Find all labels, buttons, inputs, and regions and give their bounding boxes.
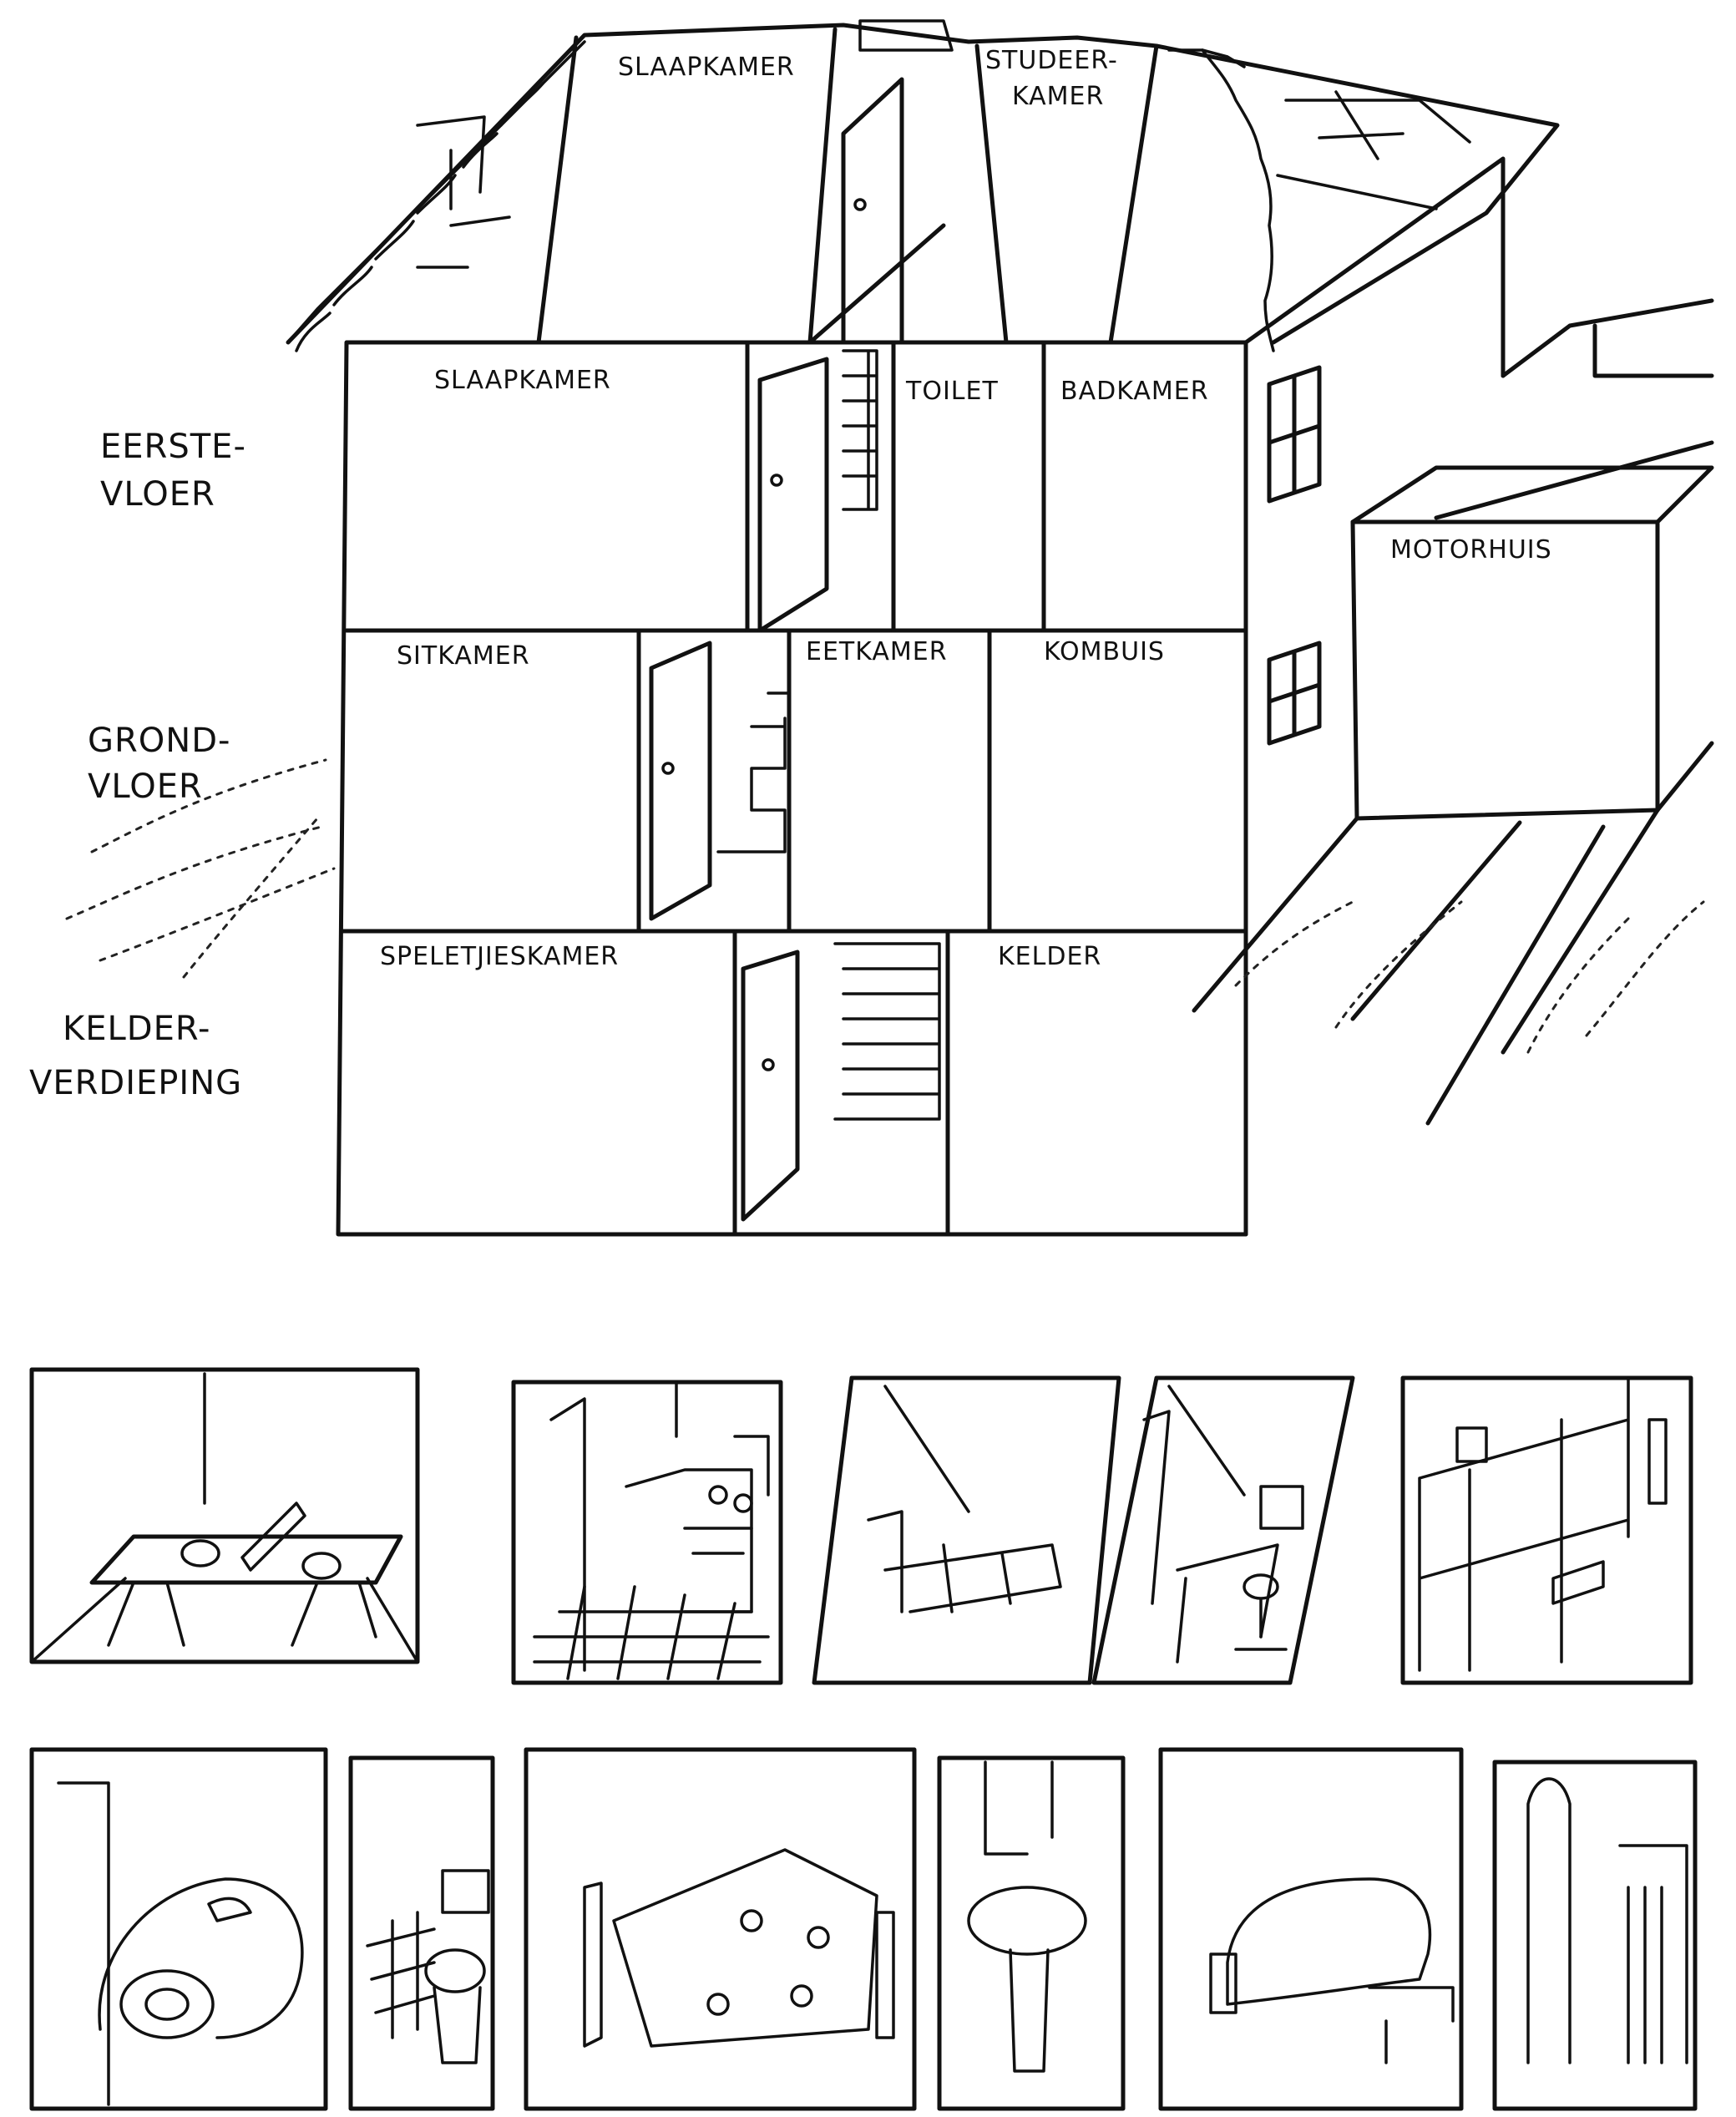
room-label-kitchen: KOMBUIS [1044,637,1165,666]
floor-label-first-line2: VLOER [100,475,215,514]
room-label-garage: MOTORHUIS [1390,535,1552,565]
floor-label-first-line1: EERSTE- [100,428,246,466]
room-label-attic-bedroom: SLAAPKAMER [618,53,795,82]
dining-chair-icon [1492,1760,1698,2111]
room-label-playroom: SPELETJIESKAMER [380,942,619,971]
basin-icon [937,1755,1126,2111]
room-label-study-line1: STUDEER- [985,46,1118,75]
room-label-dining-room: EETKAMER [806,637,948,666]
floor-label-ground-line2: VLOER [88,767,203,806]
bed-icon [812,1375,1121,1685]
room-label-bedroom: SLAAPKAMER [434,366,611,395]
room-label-bathroom: BADKAMER [1060,377,1209,406]
rug-icon [524,1747,917,2111]
desk-icon [1091,1375,1355,1685]
floor-label-basement-line1: KELDER- [63,1010,210,1048]
floor-label-ground-line1: GROND- [88,722,230,760]
table-tennis-icon [29,1367,420,1664]
room-label-living-room: SITKAMER [397,641,530,671]
room-label-toilet: TOILET [905,377,999,406]
shelves-icon [1400,1375,1693,1685]
toilet-icon [348,1755,495,2111]
room-label-study-line2: KAMER [1012,82,1104,111]
room-label-cellar: KELDER [998,942,1101,971]
car-icon [29,1747,328,2111]
sofa-icon [1158,1747,1464,2111]
floor-label-basement-line2: VERDIEPING [29,1064,242,1102]
house-drawing [65,19,1714,1237]
stove-icon [511,1380,783,1685]
